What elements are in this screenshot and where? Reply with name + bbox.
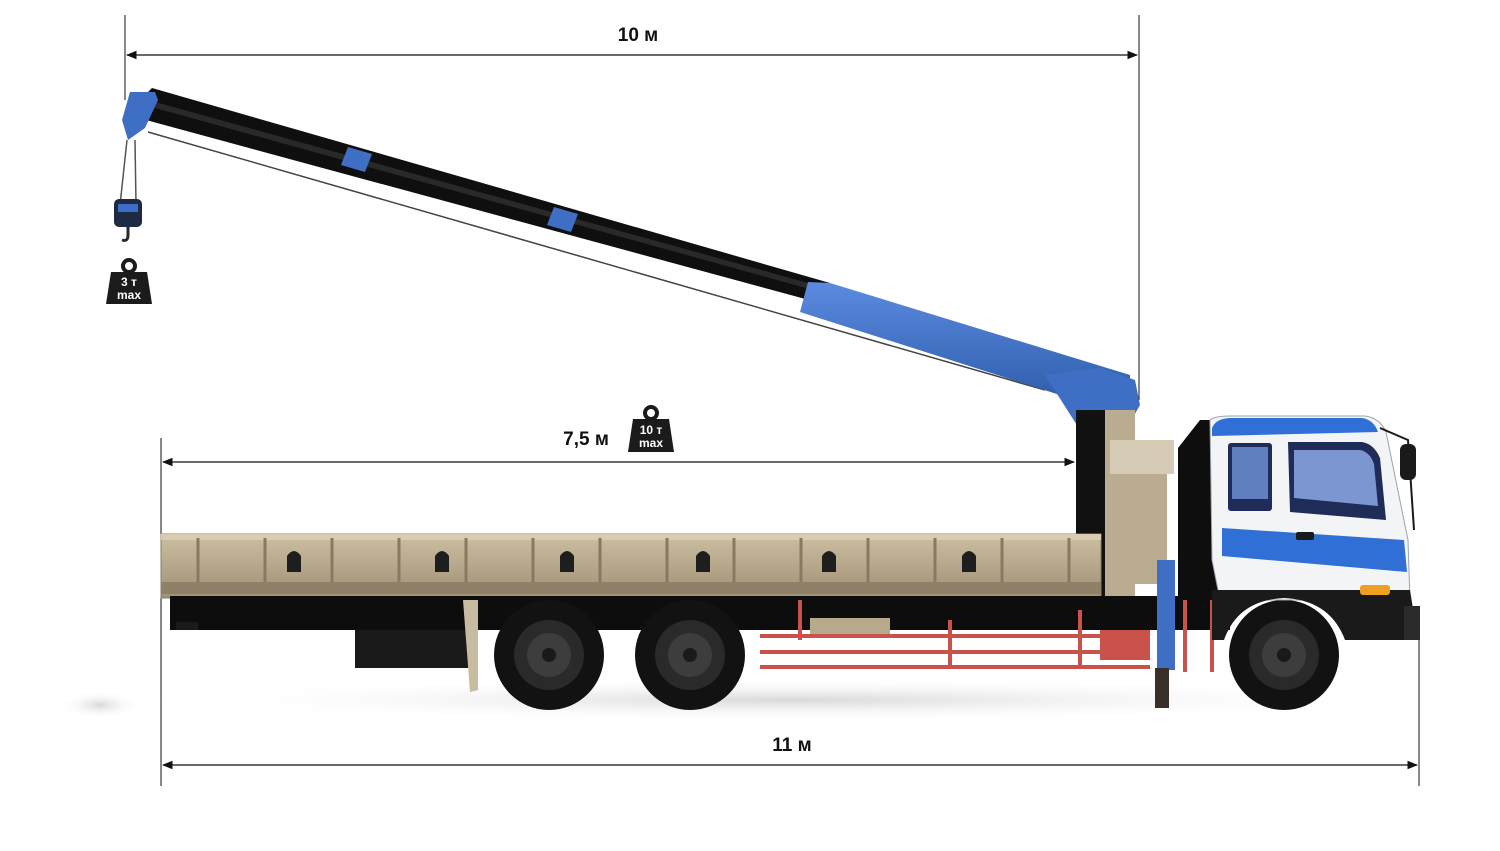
boom-reach-dimension: 10 м	[124, 15, 1140, 400]
rear-wheel-2	[635, 600, 745, 710]
cab-roof	[1212, 418, 1378, 436]
boom-clamp	[341, 147, 372, 172]
fuel-tank	[355, 630, 475, 668]
front-wheel	[1229, 600, 1339, 710]
cab-stripe	[1222, 528, 1407, 572]
side-mirror	[1400, 444, 1416, 480]
outrigger-leg	[1157, 560, 1175, 670]
ground-shadow-left	[60, 691, 140, 719]
crane-platform	[1110, 440, 1174, 474]
overall-length-label: 11 м	[772, 735, 811, 756]
outrigger-foot	[1155, 668, 1169, 708]
boom-cable	[147, 131, 1046, 391]
flatbed-deck	[160, 533, 1102, 599]
deck-weight-unit: max	[639, 436, 663, 450]
boom-reach-label: 10 м	[618, 25, 658, 46]
boom-clamp	[547, 207, 578, 232]
hook-weight-icon: 3 т max	[106, 258, 152, 304]
truck-cab	[1178, 415, 1420, 640]
deck-weight-value: 10 т	[640, 423, 663, 437]
crane-column	[1076, 410, 1174, 610]
deck-length-label: 7,5 м	[563, 429, 609, 450]
boom-tip	[122, 92, 158, 140]
red-frame	[760, 598, 1214, 672]
hook-weight-unit: max	[117, 288, 141, 302]
hook-block	[114, 199, 142, 227]
front-bumper	[1404, 606, 1420, 640]
rear-wheel-1	[494, 600, 604, 710]
overall-length-dimension: 11 м	[160, 600, 1420, 786]
hook-weight-value: 3 т	[121, 275, 137, 289]
deck-weight-icon: 10 т max	[628, 405, 674, 452]
mudflap	[463, 600, 478, 692]
indicator-light	[1360, 585, 1390, 595]
hook-icon	[121, 227, 130, 242]
crane-boom	[114, 88, 1140, 440]
